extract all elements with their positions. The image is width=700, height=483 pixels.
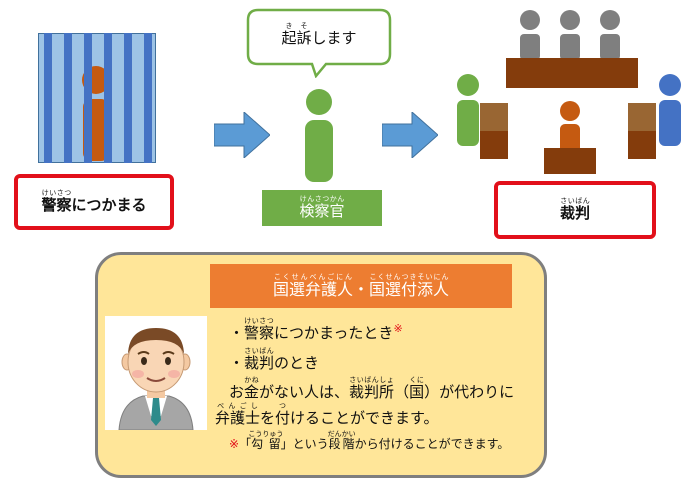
info-paragraph-line2: 弁護士べんごしを付つけることができます。 (215, 402, 439, 427)
prosecutor-figure (305, 89, 333, 182)
trial-label: 裁判さいばん (559, 197, 590, 222)
lawyer-avatar (105, 316, 207, 430)
info-bullet-trial: ・裁判さいばんのとき (229, 347, 320, 372)
info-bullet-arrest: ・警察けいさつにつかまったとき※ (229, 317, 403, 342)
arrow-right-icon (214, 112, 270, 158)
trial-label-box: 裁判さいばん (494, 181, 656, 239)
arrest-label-box: 警察けいさつにつかまる (14, 174, 174, 230)
info-note: ※「勾留こうりゅう」という段階だんかいから付けることができます。 (229, 430, 510, 451)
speech-bubble (246, 8, 392, 78)
prosecutor-speech-text: 起訴きそします (281, 22, 357, 47)
prosecutor-label: 検察官けんさつかん (299, 195, 345, 220)
jail-illustration (38, 33, 156, 163)
arrow-right-icon (382, 112, 438, 158)
prosecutor-label-box: 検察官けんさつかん (262, 190, 382, 226)
arrest-label: 警察けいさつにつかまる (41, 189, 147, 214)
info-paragraph-line1: お金かねがない人は、裁判所さいばんしょ（国くに）が代わりに (229, 376, 515, 401)
courtroom-illustration (457, 10, 681, 174)
info-title: 国選弁護人こくせんべんごにん・国選付添人こくせんつきそいにん (210, 264, 512, 308)
